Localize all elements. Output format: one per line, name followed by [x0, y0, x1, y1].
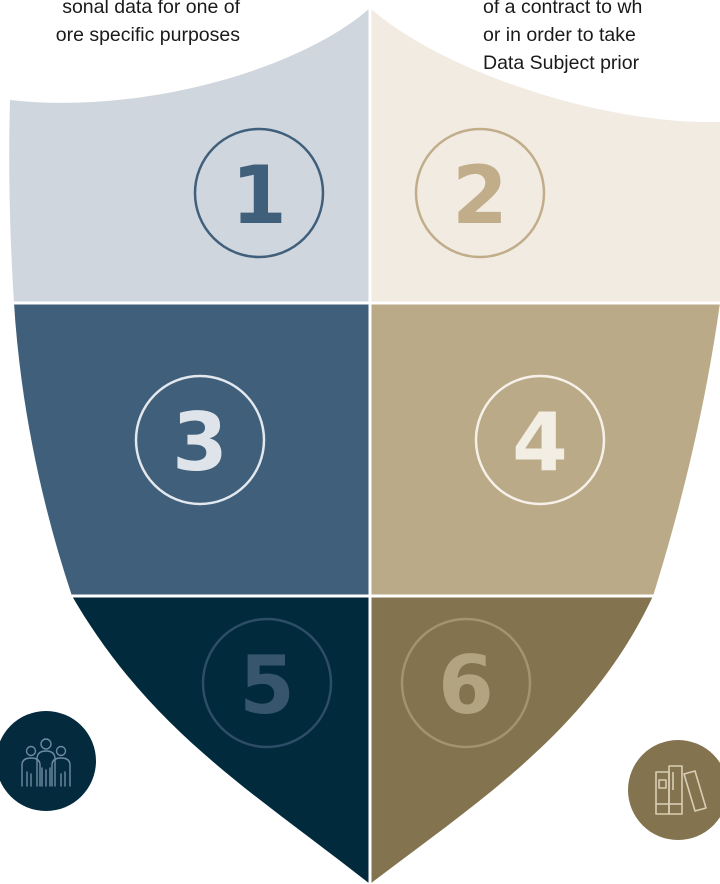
caption-left-line-1: sonal data for one of [62, 0, 240, 18]
caption-right: of a contract to wh or in order to take … [483, 0, 642, 77]
number-badge-2: 2 [414, 127, 546, 259]
badge-number-4: 4 [512, 396, 568, 489]
badge-circle-3 [134, 374, 266, 506]
badge-number-3: 3 [172, 396, 228, 489]
caption-left: sonal data for one of ore specific purpo… [56, 0, 240, 49]
number-badge-5: 5 [201, 617, 333, 749]
caption-left-line-2: ore specific purposes [55, 24, 240, 46]
caption-right-line-2: or in order to take [483, 24, 636, 46]
shield-segment-6[interactable] [370, 596, 653, 884]
shield-segment-3[interactable] [14, 303, 370, 596]
badge-number-5: 5 [239, 639, 295, 732]
number-badge-1: 1 [193, 127, 325, 259]
caption-right-line-1: of a contract to wh [483, 0, 643, 18]
number-badge-3: 3 [134, 374, 266, 506]
people-group-icon [21, 738, 71, 787]
shield-segment-2[interactable] [370, 8, 720, 303]
badge-circle-6 [400, 617, 532, 749]
people-icon-background [0, 711, 96, 811]
badge-circle-4 [474, 374, 606, 506]
books-icon [655, 765, 707, 815]
badge-number-1: 1 [231, 149, 287, 242]
badge-circle-5 [201, 617, 333, 749]
caption-right-line-3: Data Subject prior [483, 52, 640, 74]
books-icon-background [628, 740, 720, 840]
badge-circle-1 [193, 127, 325, 259]
books-icon-button[interactable] [628, 740, 720, 840]
badge-circle-2 [414, 127, 546, 259]
people-icon-button[interactable] [0, 711, 96, 811]
shield-segment-5[interactable] [72, 596, 370, 884]
number-badge-4: 4 [474, 374, 606, 506]
badge-number-2: 2 [452, 149, 508, 242]
number-badge-6: 6 [400, 617, 532, 749]
shield-segment-4[interactable] [370, 303, 720, 596]
shield-segment-1[interactable] [9, 8, 370, 303]
badge-number-6: 6 [438, 639, 494, 732]
